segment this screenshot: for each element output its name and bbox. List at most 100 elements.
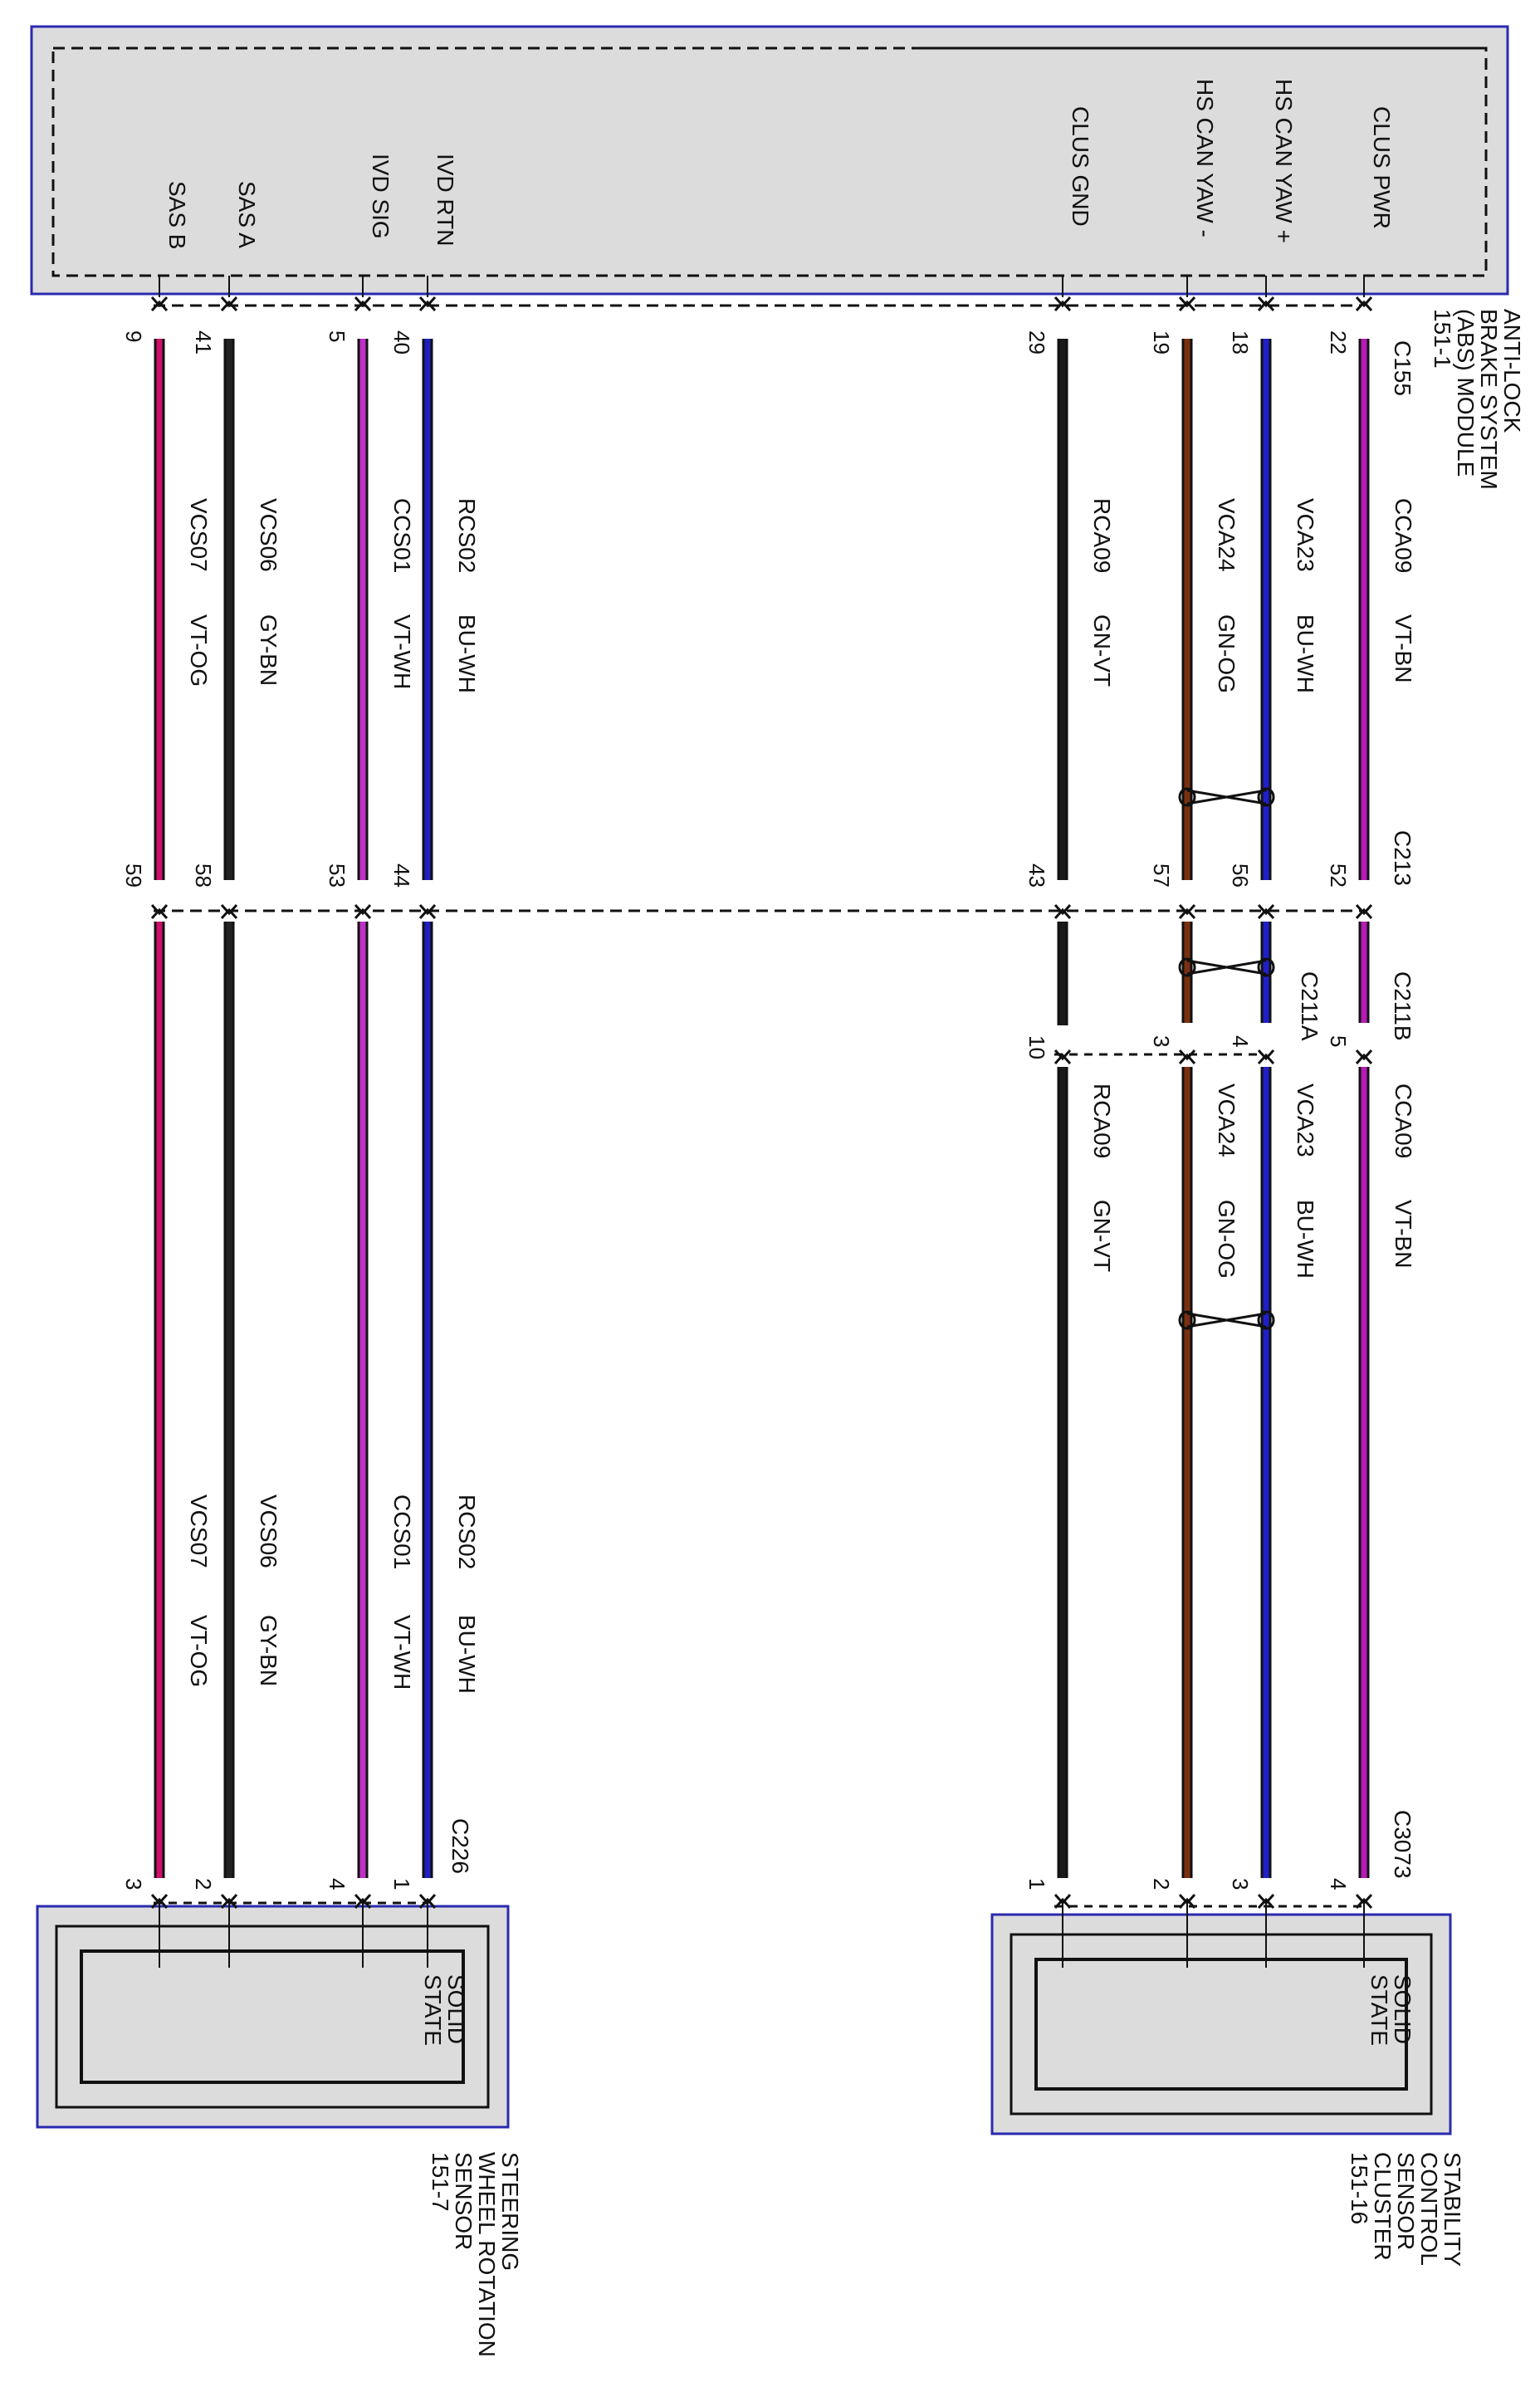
scsc-module-name-line-5: 151-16 [1347,2152,1372,2224]
circuit-label-lower: VCS07 [186,1494,212,1568]
pin-terminal [1355,296,1373,312]
swrs-solid-state-line-1: SOLID [443,1974,469,2044]
color-code-label-upper: VT-OG [186,614,212,687]
wire-cca09-7 [1355,276,1373,1968]
abs-pin-name-3: IVD SIG [368,154,394,239]
color-code-label-lower: BU-WH [1293,1200,1318,1279]
wire-vcs07-0 [150,276,169,1968]
color-code-label-upper: VT-BN [1391,614,1416,682]
pin-c213-43: 43 [1024,863,1049,888]
connector-c155: C155 [1390,340,1415,396]
pin-c211-4: 4 [1228,1035,1253,1047]
abs-module-name-line-1: ANTI-LOCK [1499,309,1525,433]
color-code-label-upper: GN-OG [1214,614,1239,693]
circuit-label-upper: VCA23 [1293,498,1318,572]
scsc-solid-state-line-1: SOLID [1390,1974,1415,2044]
wire-vca23-6 [1257,276,1275,1968]
connector-c213: C213 [1390,830,1415,886]
scsc-module-name-line-2: CONTROL [1416,2152,1442,2266]
pin-c211-10: 10 [1024,1035,1049,1059]
pin-abs-19: 19 [1149,330,1174,355]
circuit-label-upper: CCS01 [389,498,415,573]
abs-pin-name-1: SAS B [164,181,190,249]
color-code-label-lower: BU-WH [454,1615,480,1694]
twist-line [1186,1312,1267,1328]
pin-terminal [1178,296,1196,312]
pin-abs-40: 40 [389,330,414,355]
connector-c211b: C211B [1390,971,1415,1041]
twist-loop [1178,787,1196,807]
twisted-pair-marker [1178,787,1275,807]
wire-vca24-5 [1178,276,1196,1968]
pin-terminal [1257,296,1275,312]
pin-terminal [1054,1049,1072,1065]
twist-loop [1257,787,1275,807]
pin-terminal [1178,1049,1196,1065]
pin-end-4: 4 [1326,1878,1351,1890]
color-code-label-lower: VT-WH [389,1615,415,1690]
scsc-module-name-line-3: SENSOR [1393,2152,1419,2250]
color-code-label-lower: VT-OG [186,1615,212,1687]
twist-loop [1178,1310,1196,1330]
scsc-solid-state-line-2: STATE [1366,1974,1392,2046]
twist-line [1186,789,1267,805]
wire-rca09-4 [1054,276,1072,1968]
abs-module [30,25,1509,296]
color-code-label-lower: GN-VT [1089,1200,1115,1272]
circuit-label-lower: CCA09 [1391,1083,1416,1158]
pin-abs-41: 41 [191,330,216,355]
wires-layer [150,276,1373,1968]
circuit-label-upper: VCA24 [1214,498,1239,572]
pin-end-1: 1 [1024,1878,1049,1890]
swrs-module-name-line-3: SENSOR [451,2152,477,2250]
stability-control-sensor-cluster [990,1913,1452,2135]
connector-c211a: C211A [1297,971,1322,1041]
pin-abs-18: 18 [1228,330,1253,355]
abs-pin-name-5: CLUS GND [1068,106,1093,227]
pin-terminal [1355,903,1373,920]
circuit-label-upper: CCA09 [1391,498,1416,573]
pin-end-2: 2 [191,1878,216,1890]
pin-terminal [220,296,238,312]
twist-line [1186,959,1267,976]
pin-c213-52: 52 [1326,863,1351,888]
circuit-label-lower: VCA23 [1293,1083,1318,1157]
abs-pin-name-4: IVD RTN [433,154,458,247]
pin-c213-56: 56 [1228,863,1253,888]
scsc-module-name-line-4: CLUSTER [1370,2152,1396,2261]
abs-pin-name-7: HS CAN YAW + [1271,79,1297,243]
abs-module-name-line-4: 151-1 [1430,309,1455,369]
circuit-label-upper: RCA09 [1089,498,1115,573]
color-code-label-upper: BU-WH [1293,614,1318,693]
swrs-solid-state-line-2: STATE [420,1974,446,2046]
swrs-module-name-line-1: STEERING [497,2152,523,2271]
pin-end-3: 3 [121,1878,146,1890]
circuit-label-upper: RCS02 [454,498,480,573]
pin-abs-22: 22 [1326,330,1351,355]
color-code-label-lower: VT-BN [1391,1200,1416,1268]
connector-c226: C226 [447,1818,473,1874]
abs-pin-name-8: CLUS PWR [1369,106,1395,229]
pin-abs-9: 9 [121,330,146,342]
pin-c211-5: 5 [1326,1035,1351,1047]
pin-terminal [354,296,372,312]
circuit-label-lower: RCS02 [454,1494,480,1569]
swrs-module-name-line-4: 151-7 [428,2152,453,2212]
abs-module-name-line-3: (ABS) MODULE [1453,309,1479,477]
twist-loop [1257,957,1275,977]
color-code-label-lower: GN-OG [1214,1200,1239,1279]
pin-c213-57: 57 [1149,863,1174,888]
scsc-module-name-line-1: STABILITY [1440,2152,1465,2267]
pin-terminal [418,296,437,312]
wire-rcs02-3 [418,276,437,1968]
circuit-label-lower: RCA09 [1089,1083,1115,1158]
pin-abs-5: 5 [325,330,350,342]
twisted-pair-marker [1178,957,1275,977]
circuit-label-upper: VCS07 [186,498,212,572]
pin-terminal [150,296,169,312]
color-code-label-upper: GN-VT [1089,614,1115,687]
abs-pin-name-6: HS CAN YAW - [1192,79,1218,237]
circuit-label-lower: VCS06 [256,1494,281,1568]
color-code-label-upper: VT-WH [389,614,415,689]
